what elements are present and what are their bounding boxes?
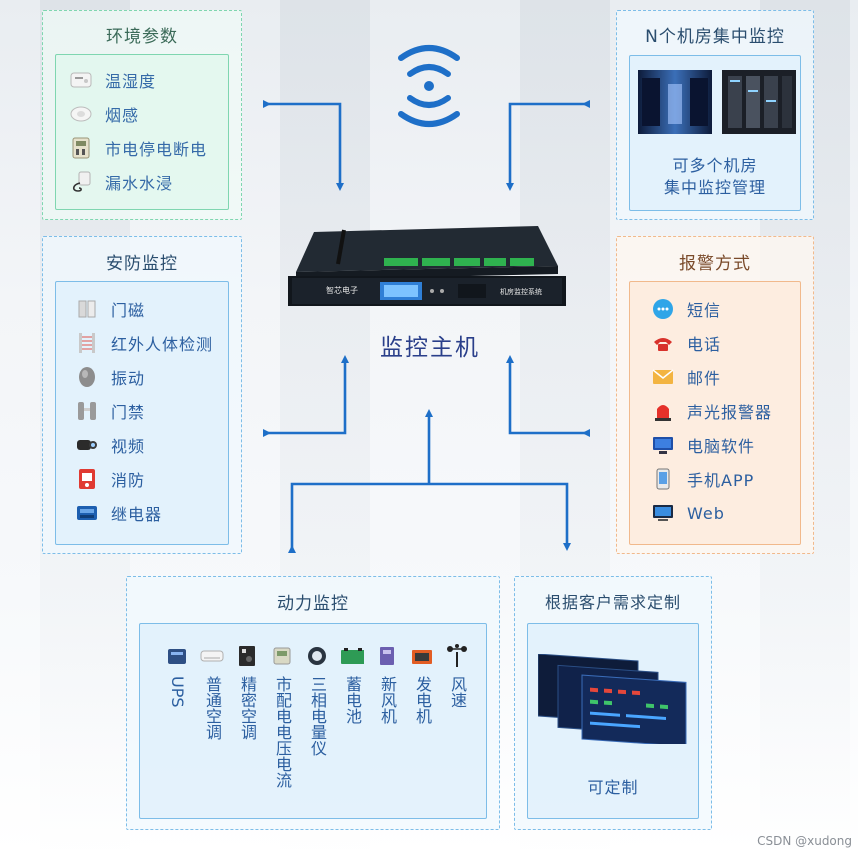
custom-panel: 根据客户需求定制 可定制 — [514, 576, 712, 830]
generator-icon — [410, 644, 434, 668]
air-conditioner-icon — [200, 644, 224, 668]
power-item: 新风机 — [372, 644, 402, 724]
watermark: CSDN @xudong — [757, 834, 852, 848]
power-item: 市配电电压电流 — [267, 644, 297, 788]
precision-ac-icon — [235, 644, 259, 668]
custom-box: 可定制 — [527, 623, 699, 819]
custom-caption: 可定制 — [528, 774, 698, 798]
power-item-label: 蓄电池 — [342, 676, 362, 724]
arrow-security — [268, 358, 345, 433]
ups-icon — [165, 644, 189, 668]
power-item-label: 市配电电压电流 — [272, 676, 292, 788]
power-item: 普通空调 — [197, 644, 227, 740]
fresh-air-icon — [375, 644, 399, 668]
power-item: UPS — [162, 644, 192, 708]
power-item: 发电机 — [407, 644, 437, 724]
power-item: 风速 — [442, 644, 472, 708]
power-item-label: 精密空调 — [237, 676, 257, 740]
arrow-multi — [510, 104, 585, 188]
arrow-env — [268, 104, 340, 188]
power-title: 动力监控 — [127, 589, 499, 614]
dashboard-screens-image — [538, 654, 690, 744]
custom-title: 根据客户需求定制 — [515, 589, 711, 613]
power-item-label: 发电机 — [412, 676, 432, 724]
battery-icon — [340, 644, 364, 668]
power-item: 蓄电池 — [337, 644, 367, 724]
power-item-label: 三相电量仪 — [307, 676, 327, 756]
power-item-label: 新风机 — [377, 676, 397, 724]
arrow-alarm — [510, 358, 585, 433]
power-meter-icon — [270, 644, 294, 668]
power-item: 三相电量仪 — [302, 644, 332, 756]
power-item: 精密空调 — [232, 644, 262, 740]
power-list: UPS 普通空调 精密空调 市配电电压电流 三相电量仪 蓄电池 新风机 发电机 — [139, 623, 487, 819]
three-phase-meter-icon — [305, 644, 329, 668]
power-item-label: UPS — [167, 676, 187, 708]
power-item-label: 普通空调 — [202, 676, 222, 740]
anemometer-icon — [445, 644, 469, 668]
arrow-bottom-split — [292, 484, 567, 548]
power-panel: 动力监控 UPS 普通空调 精密空调 市配电电压电流 三相电量仪 蓄电池 新风机 — [126, 576, 500, 830]
power-item-label: 风速 — [447, 676, 467, 708]
